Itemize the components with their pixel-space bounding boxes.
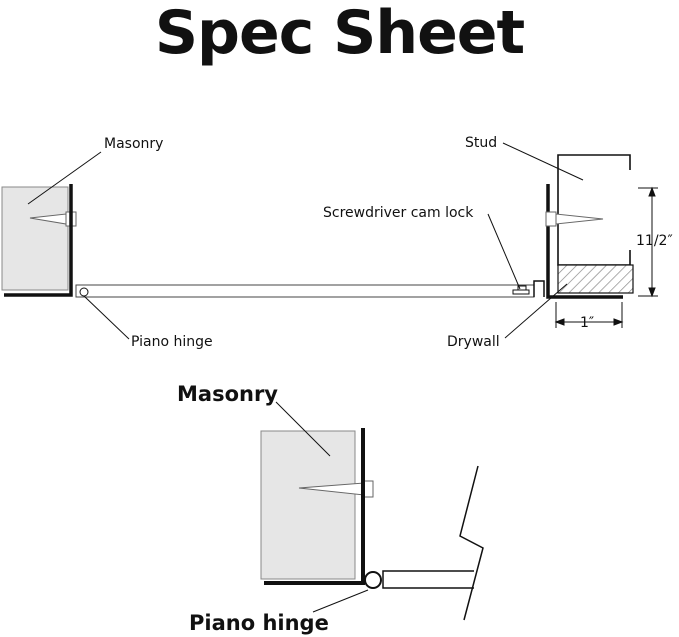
piano-hinge-knuckle [79, 287, 89, 297]
leader-drywall [504, 283, 568, 339]
access-panel-door [75, 284, 535, 298]
drywall [557, 264, 634, 294]
frame-flange-detail [264, 428, 365, 585]
label-dim-width: 1″ [580, 315, 594, 331]
leader-stud [502, 142, 584, 181]
door-panel-detail [382, 570, 474, 589]
dimension-height [638, 186, 658, 298]
label-masonry-detail: Masonry [177, 382, 278, 406]
masonry-block-detail [260, 430, 356, 580]
leader-piano-hinge [83, 295, 130, 340]
masonry-block [1, 186, 69, 291]
leader-masonry [27, 151, 102, 205]
label-piano-hinge-detail: Piano hinge [189, 611, 329, 635]
piano-hinge-knuckle-detail [364, 571, 382, 589]
stud-screw [545, 211, 604, 227]
left-frame-flange [4, 184, 73, 297]
page-title: Spec Sheet [154, 0, 525, 68]
leader-piano-hinge-detail [312, 589, 369, 613]
top-diagram: Masonry Stud Screwdriver cam lock Piano … [1, 135, 673, 350]
label-masonry: Masonry [104, 136, 163, 152]
dimension-width [554, 302, 624, 328]
leader-masonry-detail [275, 401, 331, 457]
leader-cam-lock [487, 213, 521, 290]
bottom-diagram: Masonry Piano hinge [177, 382, 484, 635]
right-frame-channel [533, 280, 545, 297]
label-piano-hinge: Piano hinge [131, 334, 213, 350]
label-dim-height: 11/2″ [636, 233, 673, 249]
stud-outline [557, 154, 631, 266]
cam-lock [512, 285, 530, 295]
label-drywall: Drywall [447, 334, 500, 350]
label-cam-lock: Screwdriver cam lock [323, 205, 474, 221]
label-stud: Stud [465, 135, 497, 151]
break-line [459, 465, 484, 621]
